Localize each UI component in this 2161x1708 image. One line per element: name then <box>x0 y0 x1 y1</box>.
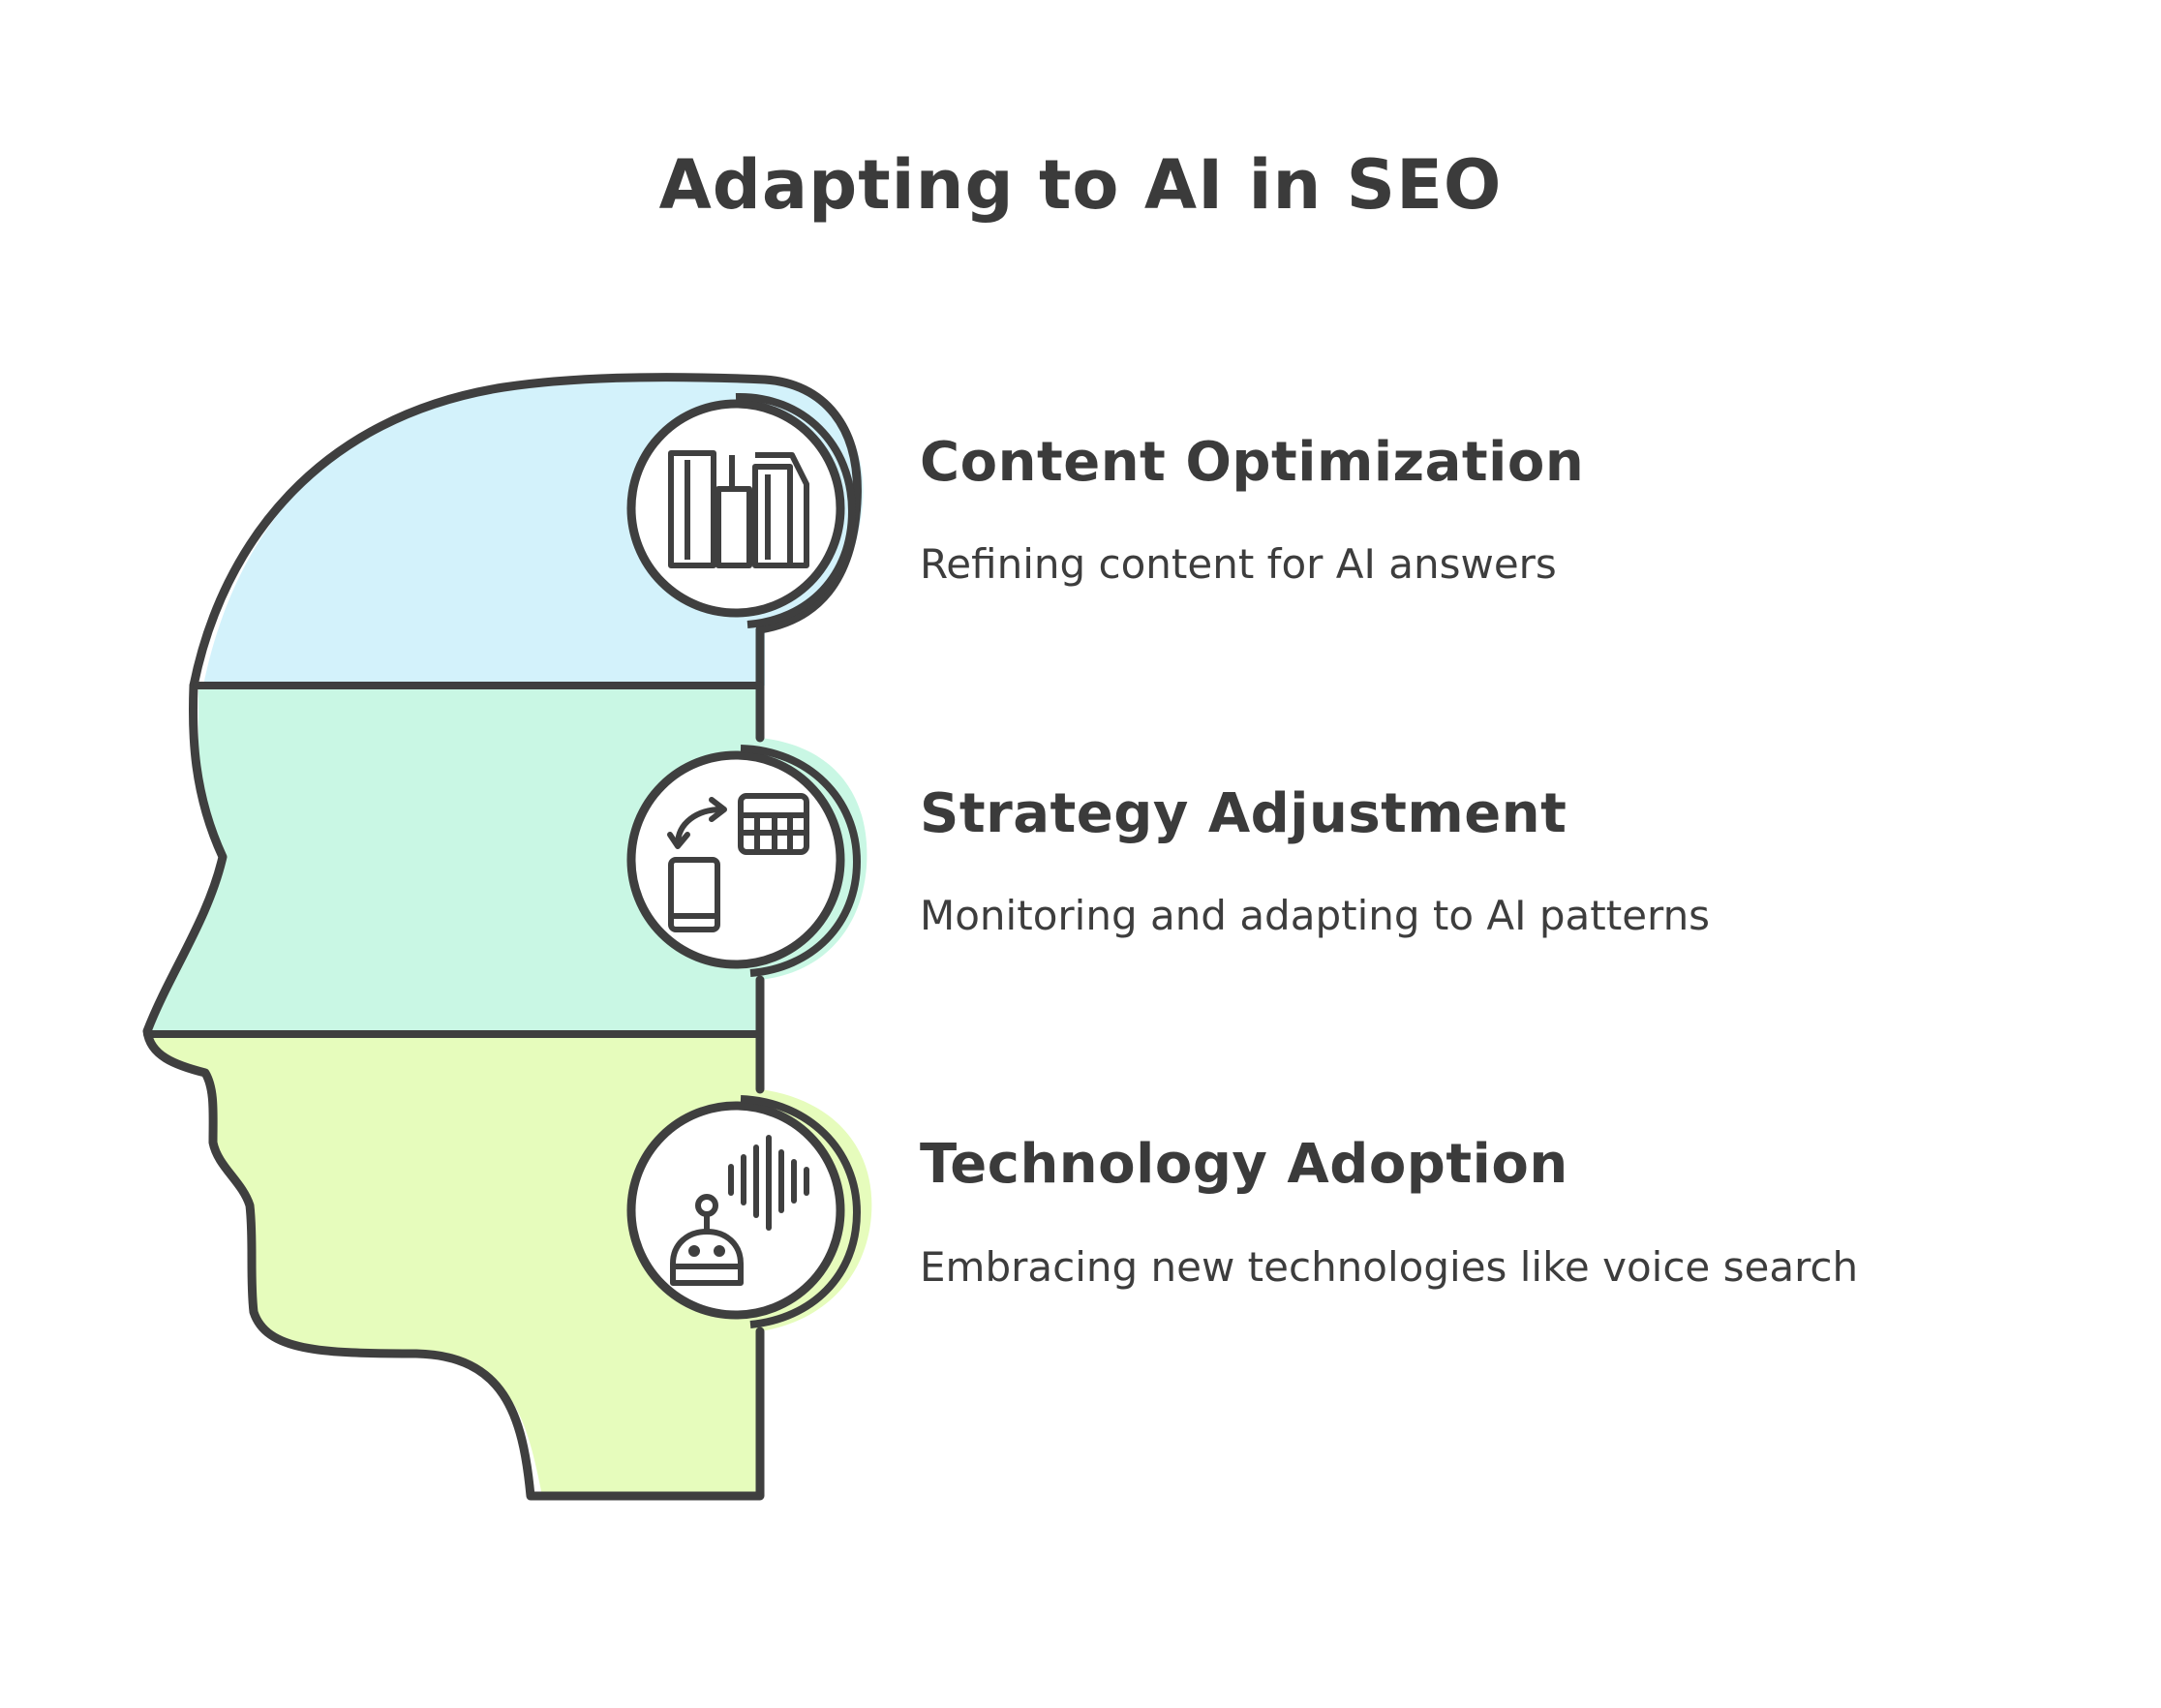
heading-content-optimization: Content Optimization <box>920 431 1585 494</box>
page-title: Adapting to AI in SEO <box>658 145 1503 225</box>
description-strategy-adjustment: Monitoring and adapting to AI patterns <box>920 892 1711 939</box>
circle-strategy-adjustment <box>626 745 862 977</box>
circle-technology-adoption <box>626 1095 862 1328</box>
device-sync-icon <box>667 793 809 932</box>
circle-content-optimization <box>626 392 857 628</box>
voice-assistant-icon <box>670 1135 809 1286</box>
columns-layout-icon <box>668 450 809 568</box>
description-technology-adoption: Embracing new technologies like voice se… <box>920 1243 1859 1291</box>
heading-strategy-adjustment: Strategy Adjustment <box>920 782 1567 845</box>
heading-technology-adoption: Technology Adoption <box>920 1133 1568 1196</box>
description-content-optimization: Refining content for AI answers <box>920 540 1557 588</box>
